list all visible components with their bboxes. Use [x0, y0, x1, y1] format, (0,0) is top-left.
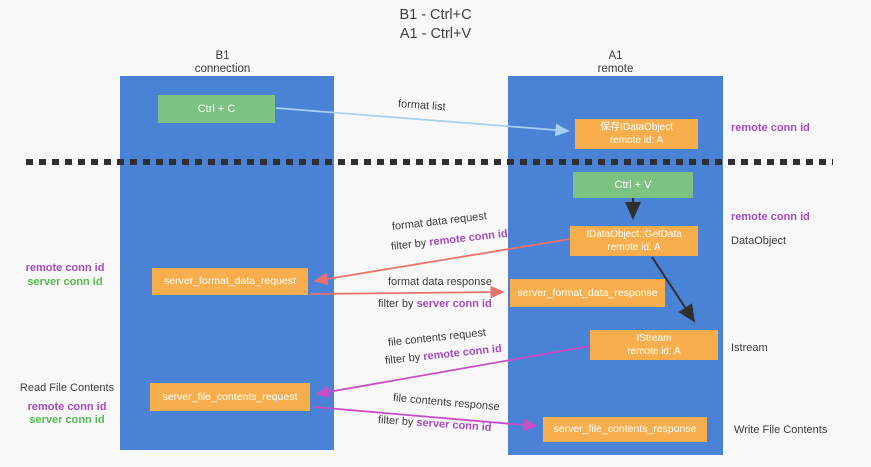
side-server-conn-id-left1: server conn id: [27, 275, 103, 288]
filter-prefix: filter by: [384, 351, 424, 367]
arrow-format-data-response: [309, 285, 505, 299]
side-remote-conn-id-left1: remote conn id: [25, 262, 105, 274]
node-server-format-data-response-label: server_format_data_response: [517, 286, 658, 299]
label-filter-remote-1: filter by remote conn id: [390, 228, 508, 253]
node-idataobject-getdata-line2: remote id: A: [607, 242, 661, 253]
side-server-conn-id-left2: server conn id: [29, 414, 105, 426]
node-istream-line1: IStream: [636, 333, 672, 344]
node-idataobject-getdata: IDataObject::GetData remote id: A: [570, 226, 698, 256]
filter-prefix: filter by: [377, 414, 417, 429]
label-filter-server-2: filter by server conn id: [378, 414, 492, 434]
side-remote-conn-id-left2: remote conn id: [27, 400, 107, 413]
filter-key-remote: remote conn id: [422, 342, 503, 363]
label-format-data-response: format data response: [388, 276, 492, 288]
label-file-contents-response: file contents response: [392, 392, 501, 414]
node-server-file-contents-response: server_file_contents_response: [543, 417, 707, 442]
label-filter-server-1: filter by server conn id: [378, 298, 492, 310]
dashed-separator: [26, 159, 833, 165]
right-column-role: remote: [597, 63, 634, 75]
node-ctrl-c: Ctrl + C: [158, 95, 275, 123]
right-column-header: A1 remote: [563, 50, 668, 76]
side-remote-conn-id-mid: remote conn id: [731, 211, 810, 223]
left-column-name: B1: [215, 50, 230, 62]
filter-key-server: server conn id: [416, 298, 492, 310]
node-ctrl-v-label: Ctrl + V: [614, 178, 652, 191]
side-left-conn-ids: remote conn id server conn id: [15, 262, 115, 289]
node-server-format-data-request-label: server_format_data_request: [164, 275, 296, 287]
title-line-2: A1 - Ctrl+V: [399, 26, 472, 42]
node-server-format-data-response: server_format_data_response: [510, 279, 665, 307]
node-server-file-contents-response-label: server_file_contents_response: [553, 423, 697, 435]
filter-prefix: filter by: [378, 298, 417, 310]
node-ctrl-v: Ctrl + V: [573, 172, 693, 198]
node-ctrl-c-label: Ctrl + C: [197, 102, 236, 115]
side-istream: Istream: [731, 342, 768, 354]
node-save-idataobject: 保存IDataObject remote id: A: [575, 119, 698, 149]
side-remote-conn-id-top: remote conn id: [731, 122, 810, 134]
side-dataobject: DataObject: [731, 235, 787, 247]
node-istream-line2: remote id: A: [627, 346, 681, 357]
right-column-name: A1: [608, 50, 623, 62]
node-save-idataobject-line2: remote id: A: [609, 135, 664, 146]
title-line-1: B1 - Ctrl+C: [399, 7, 472, 23]
filter-key-remote: remote conn id: [428, 227, 509, 249]
filter-prefix: filter by: [390, 236, 430, 253]
label-format-data-request: format data request: [391, 210, 488, 233]
label-format-list: format list: [397, 98, 446, 114]
node-server-format-data-request: server_format_data_request: [152, 268, 308, 295]
node-server-file-contents-request: server_file_contents_request: [150, 383, 310, 411]
left-column-role: connection: [194, 63, 251, 75]
side-left-read-group: Read File Contents remote conn id server…: [12, 382, 122, 428]
left-column-header: B1 connection: [170, 50, 275, 76]
filter-key-server: server conn id: [416, 416, 492, 434]
diagram-title: B1 - Ctrl+C A1 - Ctrl+V: [0, 6, 871, 44]
side-write-file-contents: Write File Contents: [734, 424, 828, 436]
node-server-file-contents-request-label: server_file_contents_request: [162, 390, 298, 403]
node-idataobject-getdata-line1: IDataObject::GetData: [586, 229, 682, 240]
node-istream: IStream remote id: A: [590, 330, 718, 360]
node-save-idataobject-line1: 保存IDataObject: [600, 122, 673, 133]
side-read-file-contents: Read File Contents: [19, 382, 115, 394]
